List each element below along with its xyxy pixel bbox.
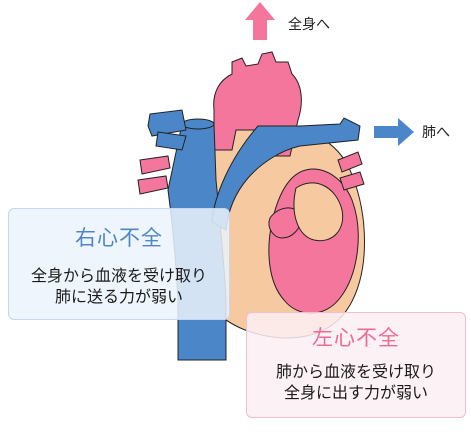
left-heart-failure-line-1: 肺から血液を受け取り — [275, 362, 436, 381]
pulmonary-vein-right-upper — [337, 151, 363, 173]
label-to-lungs: 肺へ — [422, 125, 450, 141]
right-heart-failure-title: 右心不全 — [75, 226, 163, 250]
left-heart-failure-line-2: 全身に出す力が弱い — [283, 383, 428, 402]
left-heart-failure-title: 左心不全 — [312, 326, 400, 350]
arrow-up-to-body-icon — [245, 2, 275, 40]
pulmonary-artery-right — [211, 117, 361, 231]
pulmonary-vein-right-lower — [339, 171, 365, 191]
right-heart-failure-line-1: 全身から血液を受け取り — [30, 266, 207, 285]
vena-cava-opening — [181, 118, 215, 130]
right-heart-failure-line-2: 肺に送る力が弱い — [54, 287, 183, 306]
pulmonary-artery-left-branch — [155, 131, 187, 151]
left-heart-failure-box: 左心不全 肺から血液を受け取り 全身に出す力が弱い — [246, 312, 466, 418]
label-to-body: 全身へ — [288, 17, 330, 33]
pulmonary-vein-left-lower — [137, 175, 169, 195]
arrow-right-to-lungs-icon — [374, 118, 414, 146]
mitral-area — [293, 182, 344, 242]
left-atrium-flap — [268, 207, 301, 239]
right-heart-failure-box: 右心不全 全身から血液を受け取り 肺に送る力が弱い — [8, 208, 230, 320]
pulmonary-vein-left-upper — [139, 155, 171, 175]
pulmonary-artery-left — [147, 109, 187, 137]
